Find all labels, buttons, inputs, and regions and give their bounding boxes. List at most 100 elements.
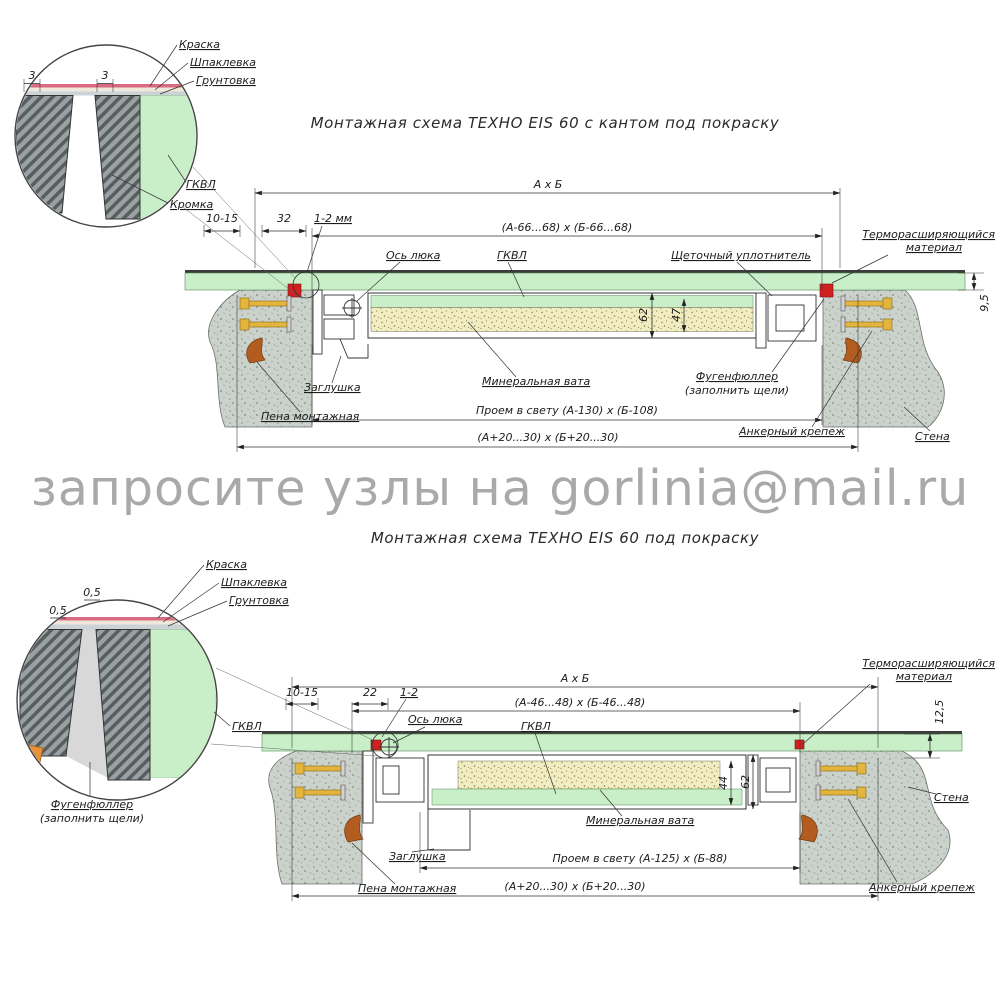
gkvl-ceiling bbox=[184, 272, 966, 291]
dim-62: 62 bbox=[637, 308, 650, 322]
foam-left bbox=[344, 814, 364, 843]
label-foam: Пена монтажная bbox=[261, 410, 360, 423]
detail-dims: 3 3 bbox=[23, 69, 114, 92]
mineral-wool bbox=[457, 760, 721, 790]
bottom-dimensions: А х Б (А-46...48) х (Б-46...48) 10-15 22… bbox=[285, 672, 946, 901]
dim-62: 62 bbox=[739, 775, 752, 789]
dim-22: 22 bbox=[363, 686, 377, 699]
label-axis: Ось люка bbox=[386, 249, 441, 262]
frame-left bbox=[362, 750, 471, 851]
anchor-bolts-right bbox=[815, 760, 867, 801]
seal-right bbox=[819, 283, 834, 298]
label-door-gkvl: ГКВЛ bbox=[497, 249, 527, 262]
gkvl-edge-left bbox=[19, 629, 83, 757]
paint-layer bbox=[20, 617, 216, 621]
detail-dim-b: 0,5 bbox=[49, 604, 67, 617]
primer-layer bbox=[20, 624, 216, 630]
dim-wall-gap: 10-15 bbox=[286, 686, 318, 699]
edge-label: Кромка bbox=[170, 198, 213, 211]
label-termo-2: материал bbox=[906, 241, 962, 254]
bottom-diagram: Монтажная схема ТЕХНО EIS 60 под покраск… bbox=[16, 529, 995, 901]
putty-label: Шпаклевка bbox=[221, 576, 287, 589]
dim-12-5: 12,5 bbox=[933, 700, 946, 725]
detail-callout-circle bbox=[292, 271, 320, 299]
door-leaf bbox=[427, 754, 747, 810]
mineral-wool bbox=[370, 307, 754, 332]
gkvl-label: ГКВЛ bbox=[232, 720, 262, 733]
primer-label: Грунтовка bbox=[196, 74, 256, 87]
detail-callout-labels: Краска Шпаклевка Грунтовка ГКВЛ Кромка bbox=[111, 38, 256, 211]
frame-right bbox=[755, 292, 817, 349]
label-fugen-2: (заполнить щели) bbox=[685, 384, 789, 397]
dim-proem: Проем в свету (А-130) х (Б-108) bbox=[476, 404, 658, 417]
top-section-drawing bbox=[182, 166, 966, 428]
dim-axb: А х Б bbox=[533, 178, 563, 191]
foam-right bbox=[798, 814, 818, 843]
door-gkvl bbox=[370, 295, 754, 308]
label-plug: Заглушка bbox=[304, 381, 361, 394]
ceiling-slab-line bbox=[262, 731, 962, 734]
label-axis: Ось люка bbox=[408, 713, 463, 726]
dim-outer: (А+20...30) х (Б+20...30) bbox=[477, 431, 618, 444]
label-wall: Стена bbox=[915, 430, 950, 443]
label-fugen-1: Фугенфюллер bbox=[696, 370, 778, 383]
bottom-title: Монтажная схема ТЕХНО EIS 60 под покраск… bbox=[371, 529, 760, 547]
anchor-bolts-right bbox=[840, 295, 893, 333]
detail-dim-a: 0,5 bbox=[83, 586, 101, 599]
dim-inner: (А-66...68) х (Б-66...68) bbox=[502, 221, 633, 234]
label-anchor: Анкерный крепеж bbox=[738, 425, 845, 438]
dim-inner: (А-46...48) х (Б-46...48) bbox=[515, 696, 646, 709]
frame-left bbox=[312, 289, 369, 359]
label-wool: Минеральная вата bbox=[586, 814, 695, 827]
label-plug: Заглушка bbox=[389, 850, 446, 863]
paint-label: Краска bbox=[179, 38, 220, 51]
gkvl-edge-right bbox=[95, 629, 151, 781]
gkvl-edge-right bbox=[94, 95, 141, 220]
gkvl-edge-left bbox=[16, 95, 74, 214]
foam-right bbox=[842, 337, 862, 364]
label-termo-1: Терморасширяющийся bbox=[862, 657, 995, 670]
wall-right bbox=[799, 750, 951, 885]
top-callouts: Ось люка ГКВЛ Щеточный уплотнитель Термо… bbox=[256, 228, 995, 443]
dim-1-2: 1-2 мм bbox=[314, 212, 352, 225]
putty-label: Шпаклевка bbox=[190, 56, 256, 69]
label-termo-1: Терморасширяющийся bbox=[862, 228, 995, 241]
primer-layer bbox=[16, 91, 196, 96]
paint-layer bbox=[16, 84, 196, 88]
hatch-axis-symbol bbox=[379, 737, 399, 757]
hatch-axis-symbol bbox=[342, 298, 362, 318]
dim-44: 44 bbox=[717, 776, 730, 790]
putty-layer bbox=[16, 87, 196, 92]
bottom-detail-view: 0,5 0,5 Краска Шпаклевка Грунтовка ГКВЛ … bbox=[16, 558, 289, 825]
top-detail-view: 3 3 Краска Шпаклевка Грунтовка ГКВЛ Кром… bbox=[14, 38, 256, 228]
paint-label: Краска bbox=[206, 558, 247, 571]
label-brush-seal: Щеточный уплотнитель bbox=[671, 249, 811, 262]
top-title: Монтажная схема ТЕХНО EIS 60 с кантом по… bbox=[311, 114, 780, 132]
detail-content bbox=[19, 617, 216, 781]
label-wall: Стена bbox=[934, 791, 969, 804]
primer-label: Грунтовка bbox=[229, 594, 289, 607]
dim-proem: Проем в свету (А-125) х (Б-88) bbox=[553, 852, 728, 865]
anchor-bolts-left bbox=[239, 295, 292, 333]
fugen-label-1: Фугенфюллер bbox=[51, 798, 133, 811]
dim-wall-gap: 10-15 bbox=[206, 212, 238, 225]
putty-layer bbox=[20, 620, 216, 625]
gkvl-label: ГКВЛ bbox=[186, 178, 216, 191]
watermark: запросите узлы на gorlinia@mail.ru bbox=[31, 460, 969, 517]
joint-filler bbox=[66, 629, 108, 778]
label-termo-2: материал bbox=[896, 670, 952, 683]
detail-dim-left: 3 bbox=[29, 69, 36, 82]
top-dimensions: А х Б (А-66...68) х (Б-66...68) 10-15 32… bbox=[203, 178, 991, 452]
gkvl-ceiling bbox=[261, 733, 963, 752]
door-leaf bbox=[367, 292, 757, 339]
top-diagram: Монтажная схема ТЕХНО EIS 60 с кантом по… bbox=[14, 38, 995, 452]
label-wool: Минеральная вата bbox=[482, 375, 591, 388]
label-foam: Пена монтажная bbox=[358, 882, 457, 895]
frame-right bbox=[747, 754, 797, 806]
fugen-label-2: (заполнить щели) bbox=[40, 812, 144, 825]
dim-9-5: 9,5 bbox=[978, 294, 991, 312]
detail-callout-labels: Краска Шпаклевка Грунтовка ГКВЛ Фугенфюл… bbox=[40, 558, 289, 825]
label-door-gkvl: ГКВЛ bbox=[521, 720, 551, 733]
